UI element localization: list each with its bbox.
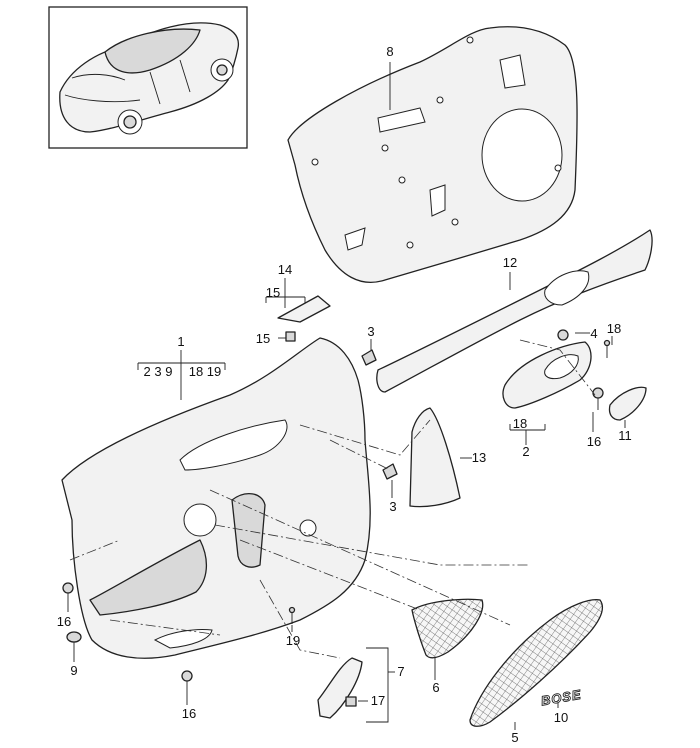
- fastener-19: [288, 606, 296, 624]
- part-8-insulation-panel: [287, 26, 578, 283]
- part-13-triangle-trim: [409, 407, 461, 508]
- callout-19: 19: [286, 633, 300, 648]
- clip-3a: [361, 349, 377, 366]
- part-17-clip: [345, 696, 357, 707]
- fastener-16b: [181, 670, 193, 690]
- callout-3b: 3: [389, 499, 396, 514]
- callout-16c: 16: [587, 434, 601, 449]
- callout-13: 13: [472, 450, 486, 465]
- part-7-switch-module: [317, 657, 363, 719]
- callout-11: 11: [618, 428, 632, 443]
- clip-3b: [382, 463, 398, 480]
- car-illustration: [59, 22, 240, 135]
- callout-4: 4: [590, 326, 597, 341]
- part-14-cap: [277, 295, 331, 323]
- part-1-door-panel: [61, 337, 371, 659]
- part-5-speaker-grille: [469, 599, 604, 727]
- bose-logo-text: BOSE: [540, 687, 583, 709]
- part-9-grommet: [66, 631, 82, 643]
- fastener-16c: [592, 387, 604, 410]
- callout-14-group: 15: [266, 285, 280, 300]
- callout-16a: 16: [57, 614, 71, 629]
- callout-9: 9: [70, 663, 77, 678]
- callout-16b: 16: [182, 706, 196, 721]
- part-2-handle-insert: [502, 341, 592, 409]
- part-11-cover: [608, 386, 647, 421]
- part-10-bose-logo: BOSE: [539, 686, 583, 709]
- callout-18: 18: [607, 321, 621, 336]
- fastener-18: [603, 339, 611, 358]
- callout-15: 15: [256, 331, 270, 346]
- fastener-4: [557, 329, 569, 341]
- fastener-16a: [62, 582, 74, 602]
- callout-8: 8: [386, 44, 393, 59]
- callout-1-group: 2 3 9: [144, 364, 173, 379]
- assembly-lines: [69, 339, 596, 659]
- callout-1: 1: [177, 334, 184, 349]
- callout-6: 6: [432, 680, 439, 695]
- leader-lines: [67, 62, 626, 730]
- part-15-clip: [285, 331, 296, 342]
- callout-2: 2: [522, 444, 529, 459]
- part-12-trim-strip: [376, 229, 653, 393]
- callout-12: 12: [503, 255, 517, 270]
- callout-17: 17: [371, 693, 385, 708]
- part-6-small-grille: [411, 598, 484, 659]
- callout-3a: 3: [367, 324, 374, 339]
- callout-10: 10: [554, 710, 568, 725]
- callout-2-group: 18: [513, 416, 527, 431]
- callout-14: 14: [278, 262, 292, 277]
- callout-5: 5: [511, 730, 518, 745]
- callout-1-group2: 18 19: [189, 364, 222, 379]
- car-overview-inset: [48, 6, 248, 149]
- callout-labels: 8 1 2 3 9 18 19 12 14 15 15 3 4 18 18 2 …: [57, 44, 632, 745]
- callout-7: 7: [397, 664, 404, 679]
